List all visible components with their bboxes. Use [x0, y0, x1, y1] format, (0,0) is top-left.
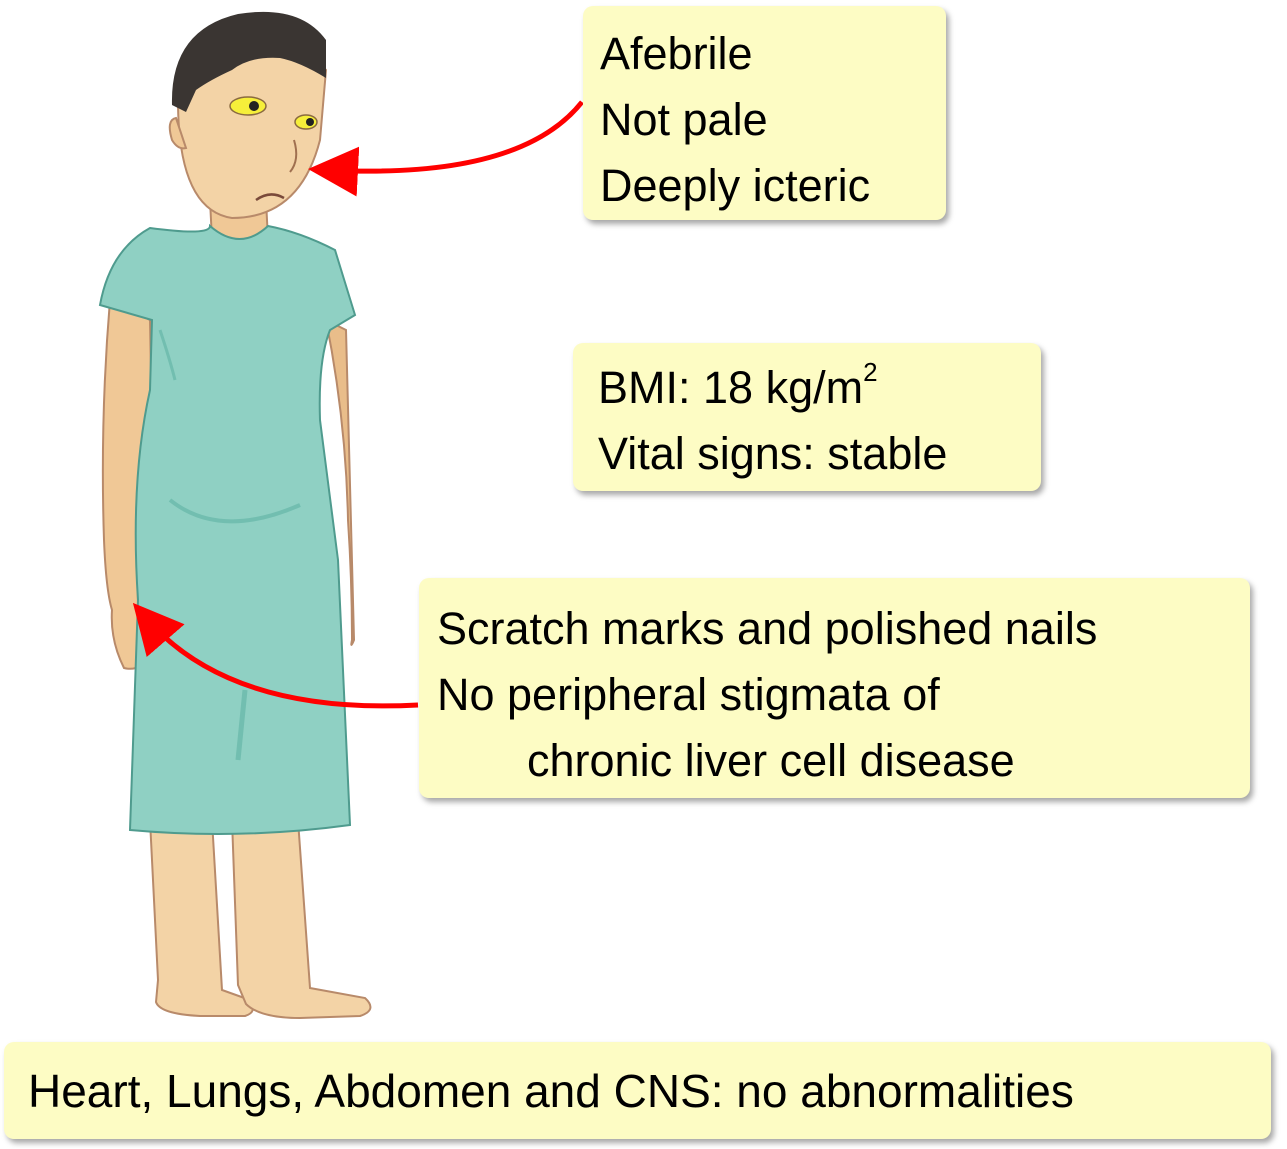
patient-legs: [148, 819, 372, 1020]
hand-findings-note: Scratch marks and polished nails No peri…: [419, 578, 1250, 798]
vital-signs-line: Vital signs: stable: [598, 428, 948, 479]
systemic-exam-text: Heart, Lungs, Abdomen and CNS: no abnorm…: [28, 1065, 1074, 1117]
hand-finding-stigmata: No peripheral stigmata of: [437, 669, 940, 720]
hand-finding-liver: chronic liver cell disease: [527, 735, 1015, 786]
vitals-note: BMI: 18 kg/m2 Vital signs: stable: [573, 343, 1041, 491]
systemic-exam-note: Heart, Lungs, Abdomen and CNS: no abnorm…: [4, 1042, 1271, 1139]
head-finding-not-pale: Not pale: [600, 94, 768, 145]
bmi-text: BMI: 18 kg/m: [598, 362, 864, 413]
head-finding-icteric: Deeply icteric: [600, 160, 871, 211]
left-eye-icteric: [229, 96, 267, 116]
patient-hair: [171, 11, 326, 112]
bmi-superscript: 2: [863, 357, 878, 387]
patient-head: [168, 11, 328, 220]
head-finding-afebrile: Afebrile: [600, 28, 753, 79]
head-findings-note: Afebrile Not pale Deeply icteric: [583, 6, 946, 220]
bmi-line: BMI: 18 kg/m2: [598, 355, 1041, 421]
hand-finding-scratch: Scratch marks and polished nails: [437, 603, 1098, 654]
